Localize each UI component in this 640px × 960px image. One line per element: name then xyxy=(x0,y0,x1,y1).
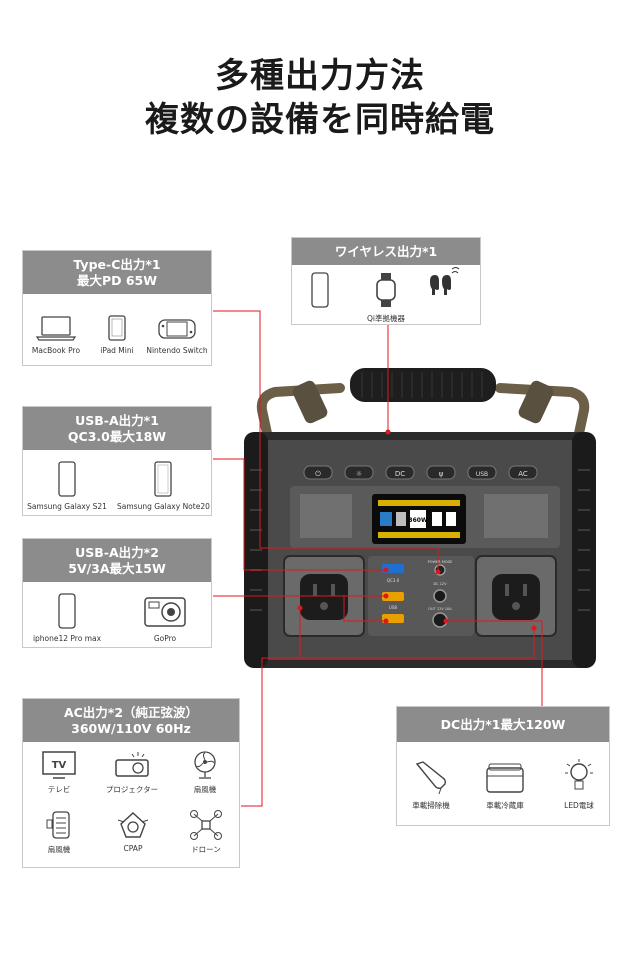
display-panel: 360W xyxy=(290,486,560,548)
usb-qc-label: QC3.0 xyxy=(387,578,400,583)
projector-icon xyxy=(115,752,149,777)
title-line-2: 複数の設備を同時給電 xyxy=(145,100,495,140)
list-item: Nintendo Switch xyxy=(145,314,209,355)
item-label: GoPro xyxy=(153,634,177,643)
title-line-1: 多種出力方法 xyxy=(215,56,425,96)
list-item: Samsung Galaxy S21 xyxy=(25,460,109,511)
card-usb-a1-output: USB-A出力*1 QC3.0最大18W Samsung Galaxy S21 … xyxy=(22,406,212,516)
item-label: LED電球 xyxy=(564,801,594,810)
light-bulb-icon xyxy=(565,759,593,790)
header-line-2: 最大PD 65W xyxy=(76,273,158,288)
item-label: CPAP xyxy=(123,844,143,853)
usb-label: USB xyxy=(389,605,397,610)
laptop-icon xyxy=(36,316,76,341)
lcd-reading: 360W xyxy=(408,517,428,524)
device-body xyxy=(244,432,596,668)
list-item: GoPro xyxy=(127,592,203,643)
power-button-label: ⏻ xyxy=(315,470,321,478)
header-line-1: USB-A出力*1 xyxy=(75,413,159,428)
usb-button-label: USB xyxy=(476,471,488,478)
card-header: USB-A出力*1 QC3.0最大18W xyxy=(23,407,211,450)
list-item: Qi準拠機器 xyxy=(356,271,416,324)
heater-icon xyxy=(46,811,70,839)
tv-icon-text: TV xyxy=(52,760,67,771)
light-button-label: ☼ xyxy=(356,470,362,478)
item-label: Nintendo Switch xyxy=(146,346,208,355)
tv-icon: TV xyxy=(42,751,76,779)
item-label: MacBook Pro xyxy=(31,346,81,355)
item-label: プロジェクター xyxy=(105,785,159,794)
smartphone-icon xyxy=(58,461,76,497)
list-item: iphone12 Pro max xyxy=(27,592,107,643)
item-label: Samsung Galaxy S21 xyxy=(27,502,107,511)
header-line-2: 360W/110V 60Hz xyxy=(71,721,191,736)
dc-port-label: DC 12V xyxy=(433,582,447,586)
output-panel: QC3.0 USB POWER MODE DC 12V OUT 12V 10A xyxy=(283,555,557,637)
card-header: DC出力*1最大120W xyxy=(397,707,609,742)
card-header: AC出力*2（純正弦波） 360W/110V 60Hz xyxy=(23,699,239,742)
list-item: 扇風機 xyxy=(29,810,89,855)
item-label: Qi準拠機器 xyxy=(367,314,405,323)
game-console-icon xyxy=(158,319,196,339)
card-dc-output: DC出力*1最大120W 車載掃除機 車載冷蔵庫 LED電球 xyxy=(396,706,610,826)
list-item: 車載冷蔵庫 xyxy=(473,758,537,811)
list-item: ドローン xyxy=(177,810,235,855)
header-line-1: DC出力*1最大120W xyxy=(440,717,566,732)
tablet-icon xyxy=(108,315,126,341)
item-label: iphone12 Pro max xyxy=(32,634,102,643)
smartphone-icon xyxy=(58,593,76,629)
item-label: 扇風機 xyxy=(47,845,71,854)
car-fridge-icon xyxy=(486,763,524,793)
item-label: 車載冷蔵庫 xyxy=(486,801,524,810)
header-line-1: Type-C出力*1 xyxy=(73,257,161,272)
list-item: TV テレビ xyxy=(29,750,89,795)
list-item: 扇風機 xyxy=(175,750,235,795)
action-camera-icon xyxy=(144,597,186,627)
leader-dots xyxy=(297,429,537,631)
smartwatch-icon xyxy=(376,273,396,307)
header-line-1: ワイヤレス出力*1 xyxy=(334,244,438,259)
card-header: USB-A出力*2 5V/3A最大15W xyxy=(23,539,211,582)
card-wireless-output: ワイヤレス出力*1 Qi準拠機器 xyxy=(291,237,481,325)
card-typec-output: Type-C出力*1 最大PD 65W MacBook Pro iPad Min… xyxy=(22,250,212,366)
list-item: プロジェクター xyxy=(99,750,165,795)
drone-icon xyxy=(190,810,222,840)
item-label: 扇風機 xyxy=(193,785,217,794)
wireless-button-label: ψ xyxy=(439,470,444,478)
item-label: 車載掃除機 xyxy=(412,801,450,810)
handheld-vacuum-icon xyxy=(415,761,446,795)
item-label: iPad Mini xyxy=(100,346,134,355)
card-usb-a2-output: USB-A出力*2 5V/3A最大15W iphone12 Pro max Go… xyxy=(22,538,212,648)
list-item: LED電球 xyxy=(551,758,607,811)
card-header: Type-C出力*1 最大PD 65W xyxy=(23,251,211,294)
list-item: MacBook Pro xyxy=(29,314,83,355)
item-label: テレビ xyxy=(47,785,71,794)
carry-handle xyxy=(256,368,590,443)
list-item: iPad Mini xyxy=(93,314,141,355)
dc-button-label: DC xyxy=(395,470,405,478)
fan-icon xyxy=(194,751,216,779)
list-item: CPAP xyxy=(105,810,161,853)
header-line-2: 5V/3A最大15W xyxy=(68,561,166,576)
header-line-1: USB-A出力*2 xyxy=(75,545,159,560)
list-item xyxy=(422,267,462,311)
item-label: Samsung Galaxy Note20 xyxy=(117,502,210,511)
earbuds-icon xyxy=(430,267,460,295)
cpap-mask-icon xyxy=(117,812,149,838)
item-label: ドローン xyxy=(191,845,221,854)
card-ac-output: AC出力*2（純正弦波） 360W/110V 60Hz TV テレビ プロジェク… xyxy=(22,698,240,868)
card-header: ワイヤレス出力*1 xyxy=(292,238,480,265)
power-mode-label: POWER MODE xyxy=(428,560,453,564)
list-item xyxy=(302,271,338,313)
list-item: 車載掃除機 xyxy=(401,758,461,811)
header-line-1: AC出力*2（純正弦波） xyxy=(63,705,199,720)
list-item: Samsung Galaxy Note20 xyxy=(117,460,210,511)
dc-out-label: OUT 12V 10A xyxy=(428,607,452,611)
header-line-2: QC3.0最大18W xyxy=(67,429,167,444)
button-row: ⏻ ☼ DC ψ USB AC xyxy=(303,465,538,480)
smartphone-icon xyxy=(311,272,329,308)
smartphone-icon xyxy=(154,461,172,497)
ac-button-label: AC xyxy=(518,470,528,478)
